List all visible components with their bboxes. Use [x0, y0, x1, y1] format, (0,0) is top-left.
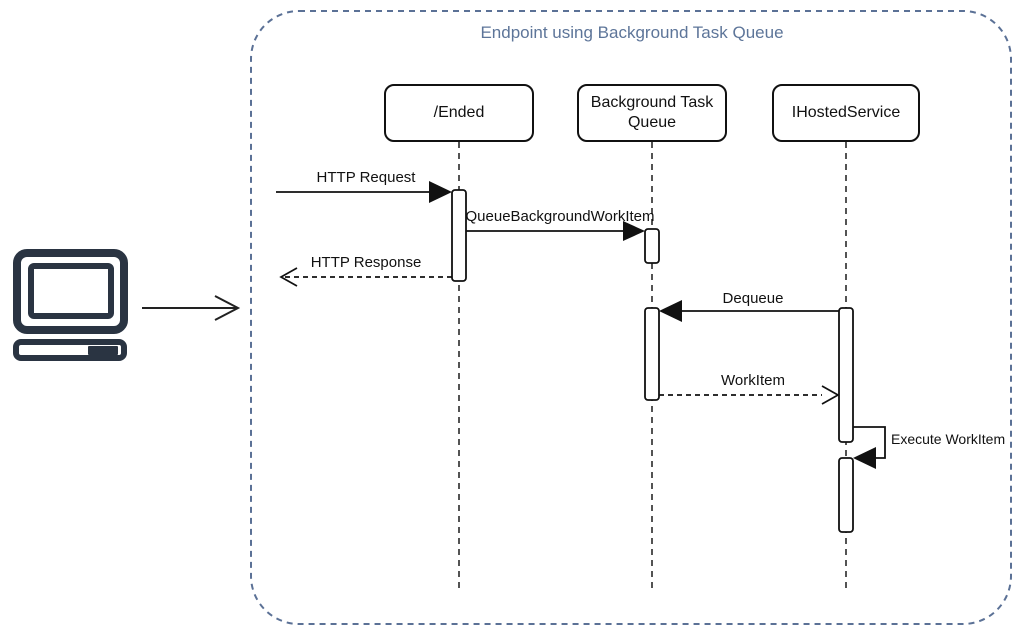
message-work-item-label: WorkItem [721, 372, 785, 389]
diagram-frame [250, 10, 1012, 625]
message-execute-work-item-self-arrow [853, 426, 886, 469]
message-http-response-arrow [279, 267, 452, 287]
filled-arrowhead-icon [853, 447, 876, 469]
participant-ihosted-service-label: IHostedService [791, 104, 901, 121]
client-entry-arrow [142, 295, 241, 321]
computer-icon [13, 249, 128, 361]
filled-arrowhead-icon [659, 300, 682, 322]
computer-base [13, 339, 127, 361]
computer-monitor-outline [13, 249, 128, 334]
message-http-request-arrow [276, 181, 452, 203]
diagram-title: Endpoint using Background Task Queue [480, 23, 784, 42]
open-arrowhead-icon [821, 385, 840, 405]
message-http-request-label: HTTP Request [316, 169, 416, 186]
activation-bar-ihs-1 [838, 307, 854, 443]
participant-background-task-queue-label: Background Task Queue [590, 94, 714, 131]
message-queue-background-work-item-arrow [466, 221, 645, 241]
message-dequeue-arrow [659, 300, 839, 322]
filled-arrowhead-icon [429, 181, 452, 203]
activation-bar-btq-2 [644, 307, 660, 401]
filled-arrowhead-icon [623, 221, 645, 241]
participant-background-task-queue: Background Task Queue [577, 84, 727, 142]
message-work-item-arrow [659, 385, 840, 405]
participant-ended-label: /Ended [433, 104, 485, 121]
activation-bars [451, 189, 854, 533]
message-http-response-label: HTTP Response [310, 254, 422, 271]
computer-base-slot [88, 346, 118, 355]
participant-ihosted-service: IHostedService [772, 84, 920, 142]
computer-screen [28, 263, 114, 319]
participant-ended: /Ended [384, 84, 534, 142]
activation-bar-ihs-2 [838, 457, 854, 533]
open-arrowhead-icon [279, 267, 298, 287]
message-dequeue-label: Dequeue [722, 290, 784, 307]
message-queue-background-work-item-label: QueueBackgroundWorkItem [465, 208, 655, 225]
activation-bar-ended [451, 189, 467, 282]
activation-bar-btq-1 [644, 228, 660, 264]
message-execute-work-item-label: Execute WorkItem [891, 431, 1006, 447]
